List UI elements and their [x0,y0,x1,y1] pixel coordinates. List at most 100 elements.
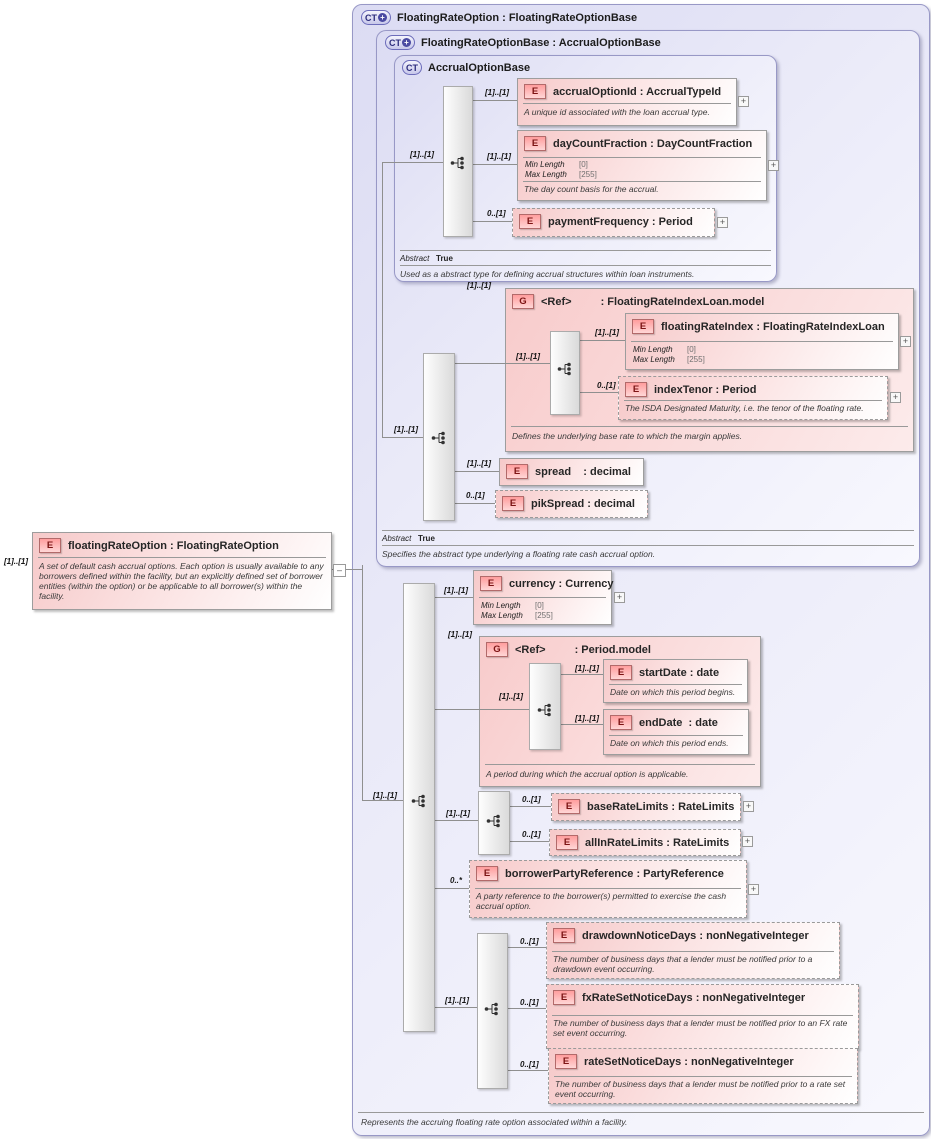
complextype-icon: CT+ [361,10,391,25]
element-box-drawdownNoticeDays[interactable]: E drawdownNoticeDays : nonNegativeIntege… [546,922,840,979]
divider [631,341,893,342]
element-icon: E [553,928,575,943]
connector-line [382,162,383,438]
element-header: E indexTenor : Period [625,382,756,397]
ct-letters: CT [365,12,377,23]
cardinality-label: [1]..[1] [467,459,491,468]
abstract-label: Abstract [382,534,412,543]
element-title: startDate : date [639,666,720,679]
facet-value: [255] [535,610,553,620]
connector-line [382,437,424,438]
divider [609,735,743,736]
expand-toggle[interactable]: + [614,592,625,603]
element-box-allInRateLimits[interactable]: E allInRateLimits : RateLimits [549,829,741,856]
sequence-icon [486,814,500,828]
divider [523,103,731,104]
element-box-accrualOptionId[interactable]: E accrualOptionId : AccrualTypeId A uniq… [517,78,737,126]
divider [511,426,908,427]
sequence-icon [484,1002,498,1016]
element-box-borrowerPartyReference[interactable]: E borrowerPartyReference : PartyReferenc… [469,860,747,918]
element-box-currency[interactable]: E currency : Currency Min Length[0] Max … [473,570,614,625]
element-header: E baseRateLimits : RateLimits [558,799,734,814]
group-icon: G [512,294,534,309]
element-icon: E [610,665,632,680]
element-box-pikSpread[interactable]: E pikSpread : decimal [495,490,648,518]
element-header: E dayCountFraction : DayCountFraction [524,136,752,151]
facet-label: Max Length [633,354,675,364]
element-box-floatingRateIndex[interactable]: E floatingRateIndex : FloatingRateIndexL… [625,313,899,370]
facet-label: Min Length [633,345,673,354]
expand-toggle[interactable]: + [768,160,779,171]
sequence-compositor [550,331,580,415]
element-icon: E [610,715,632,730]
sequence-compositor [478,791,510,855]
element-title: allInRateLimits : RateLimits [585,836,730,849]
cardinality-label: [1]..[1] [575,714,599,723]
element-box-paymentFrequency[interactable]: E paymentFrequency : Period [512,208,715,237]
element-header: E currency : Currency [480,576,614,591]
group-name: <Ref> [515,643,546,656]
element-box-baseRateLimits[interactable]: E baseRateLimits : RateLimits [551,793,741,821]
connector-line [508,841,549,842]
group-name: <Ref> [541,295,572,308]
sequence-icon [411,794,425,808]
expand-toggle[interactable]: + [742,836,753,847]
element-box-rateSetNoticeDays[interactable]: E rateSetNoticeDays : nonNegativeInteger… [548,1048,858,1104]
element-doc: The day count basis for the accrual. [524,184,659,194]
complextype-icon: CT [402,60,422,75]
element-box-dayCountFraction[interactable]: E dayCountFraction : DayCountFraction Mi… [517,130,767,201]
cardinality-label: [1]..[1] [516,352,540,361]
complextype-header-AccrualOptionBase[interactable]: CT AccrualOptionBase [402,60,530,75]
collapse-toggle[interactable]: – [333,564,346,577]
complextype-header-FloatingRateOption[interactable]: CT+ FloatingRateOption : FloatingRateOpt… [361,10,637,25]
divider [479,597,606,598]
element-header: E fxRateSetNoticeDays : nonNegativeInteg… [553,990,805,1005]
element-doc: The ISDA Designated Maturity, i.e. the t… [625,403,864,413]
connector-line [433,597,473,598]
cardinality-label: [1]..[1] [394,425,418,434]
expand-toggle[interactable]: + [717,217,728,228]
expand-toggle[interactable]: + [738,96,749,107]
connector-line [382,162,444,163]
sequence-compositor [443,86,473,237]
element-box-fxRateSetNoticeDays[interactable]: E fxRateSetNoticeDays : nonNegativeInteg… [546,984,859,1049]
group-header[interactable]: G <Ref> : FloatingRateIndexLoan.model [512,294,764,309]
expand-toggle[interactable]: + [748,884,759,895]
element-header: E paymentFrequency : Period [519,214,693,229]
element-icon: E [556,835,578,850]
divider [523,157,761,158]
element-doc: The number of business days that a lende… [553,1018,848,1038]
cardinality-label: [1]..[1] [467,281,491,290]
group-header[interactable]: G <Ref> : Period.model [486,642,651,657]
element-title: pikSpread : decimal [531,497,635,510]
complextype-doc: Specifies the abstract type underlying a… [382,549,656,559]
cardinality-label: [1]..[1] [445,996,469,1005]
sequence-icon [537,703,551,717]
cardinality-label: [1]..[1] [444,586,468,595]
element-box-indexTenor[interactable]: E indexTenor : Period The ISDA Designate… [618,376,888,420]
connector-line [471,164,518,165]
element-box-floatingRateOption[interactable]: E floatingRateOption : FloatingRateOptio… [32,532,332,610]
element-box-startDate[interactable]: E startDate : date Date on which this pe… [603,659,748,703]
divider [485,764,755,765]
connector-line [559,724,604,725]
element-title: rateSetNoticeDays : nonNegativeInteger [584,1055,794,1068]
complextype-header-FloatingRateOptionBase[interactable]: CT+ FloatingRateOptionBase : AccrualOpti… [385,35,661,50]
element-box-spread[interactable]: E spread : decimal [499,458,644,486]
facet-label: Max Length [525,169,567,179]
element-box-endDate[interactable]: E endDate : date Date on which this peri… [603,709,749,755]
facet-label: Max Length [481,610,523,620]
cardinality-label: [1]..[1] [4,557,28,566]
element-doc: The number of business days that a lende… [553,954,813,974]
cardinality-label: 0..[1] [522,795,541,804]
expand-toggle[interactable]: + [743,801,754,812]
expand-toggle[interactable]: + [900,336,911,347]
sequence-compositor [477,933,508,1089]
expand-toggle[interactable]: + [890,392,901,403]
connector-line [471,221,513,222]
element-header: E rateSetNoticeDays : nonNegativeInteger [555,1054,794,1069]
element-header: E endDate : date [610,715,718,730]
cardinality-label: 0..[1] [520,1060,539,1069]
element-doc: Date on which this period ends. [610,738,729,748]
